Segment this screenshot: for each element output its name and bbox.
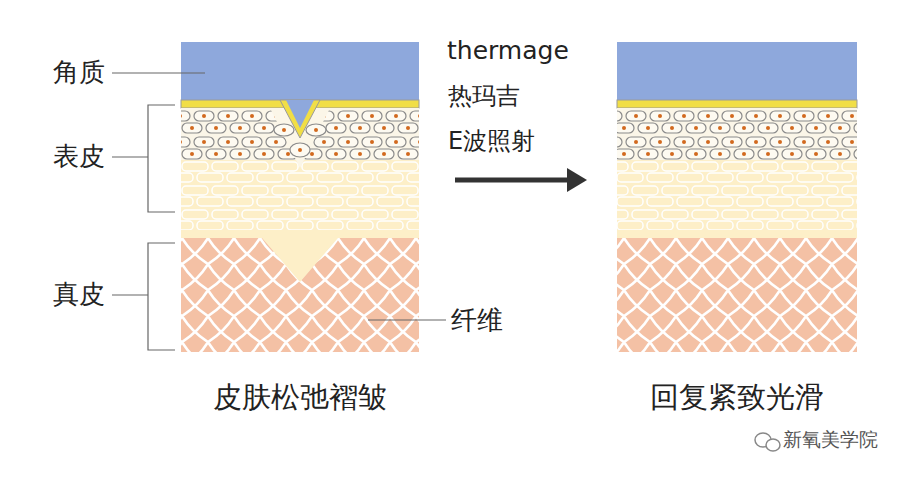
skin-panel: 回复紧致光滑 [617, 42, 857, 418]
skin-section-loose [181, 42, 419, 352]
watermark: 新氧美学院 [783, 429, 878, 450]
part-label: 热玛吉 [448, 83, 520, 109]
part-label: E波照射 [448, 128, 535, 154]
part-label: thermage [447, 37, 569, 65]
part-label: 纤维 [451, 306, 503, 335]
part-label: 角质 [53, 58, 105, 87]
panel-caption: 皮肤松弛褶皱 [213, 382, 387, 418]
process-arrow [455, 168, 587, 192]
panel-caption: 回复紧致光滑 [650, 382, 824, 418]
leader-lines [112, 73, 446, 350]
watermark-icon [755, 433, 780, 451]
skin-section-firm [617, 42, 857, 352]
skin-panel: 皮肤松弛褶皱 [181, 42, 419, 418]
part-label: 真皮 [53, 280, 105, 309]
part-label: 表皮 [53, 142, 105, 171]
